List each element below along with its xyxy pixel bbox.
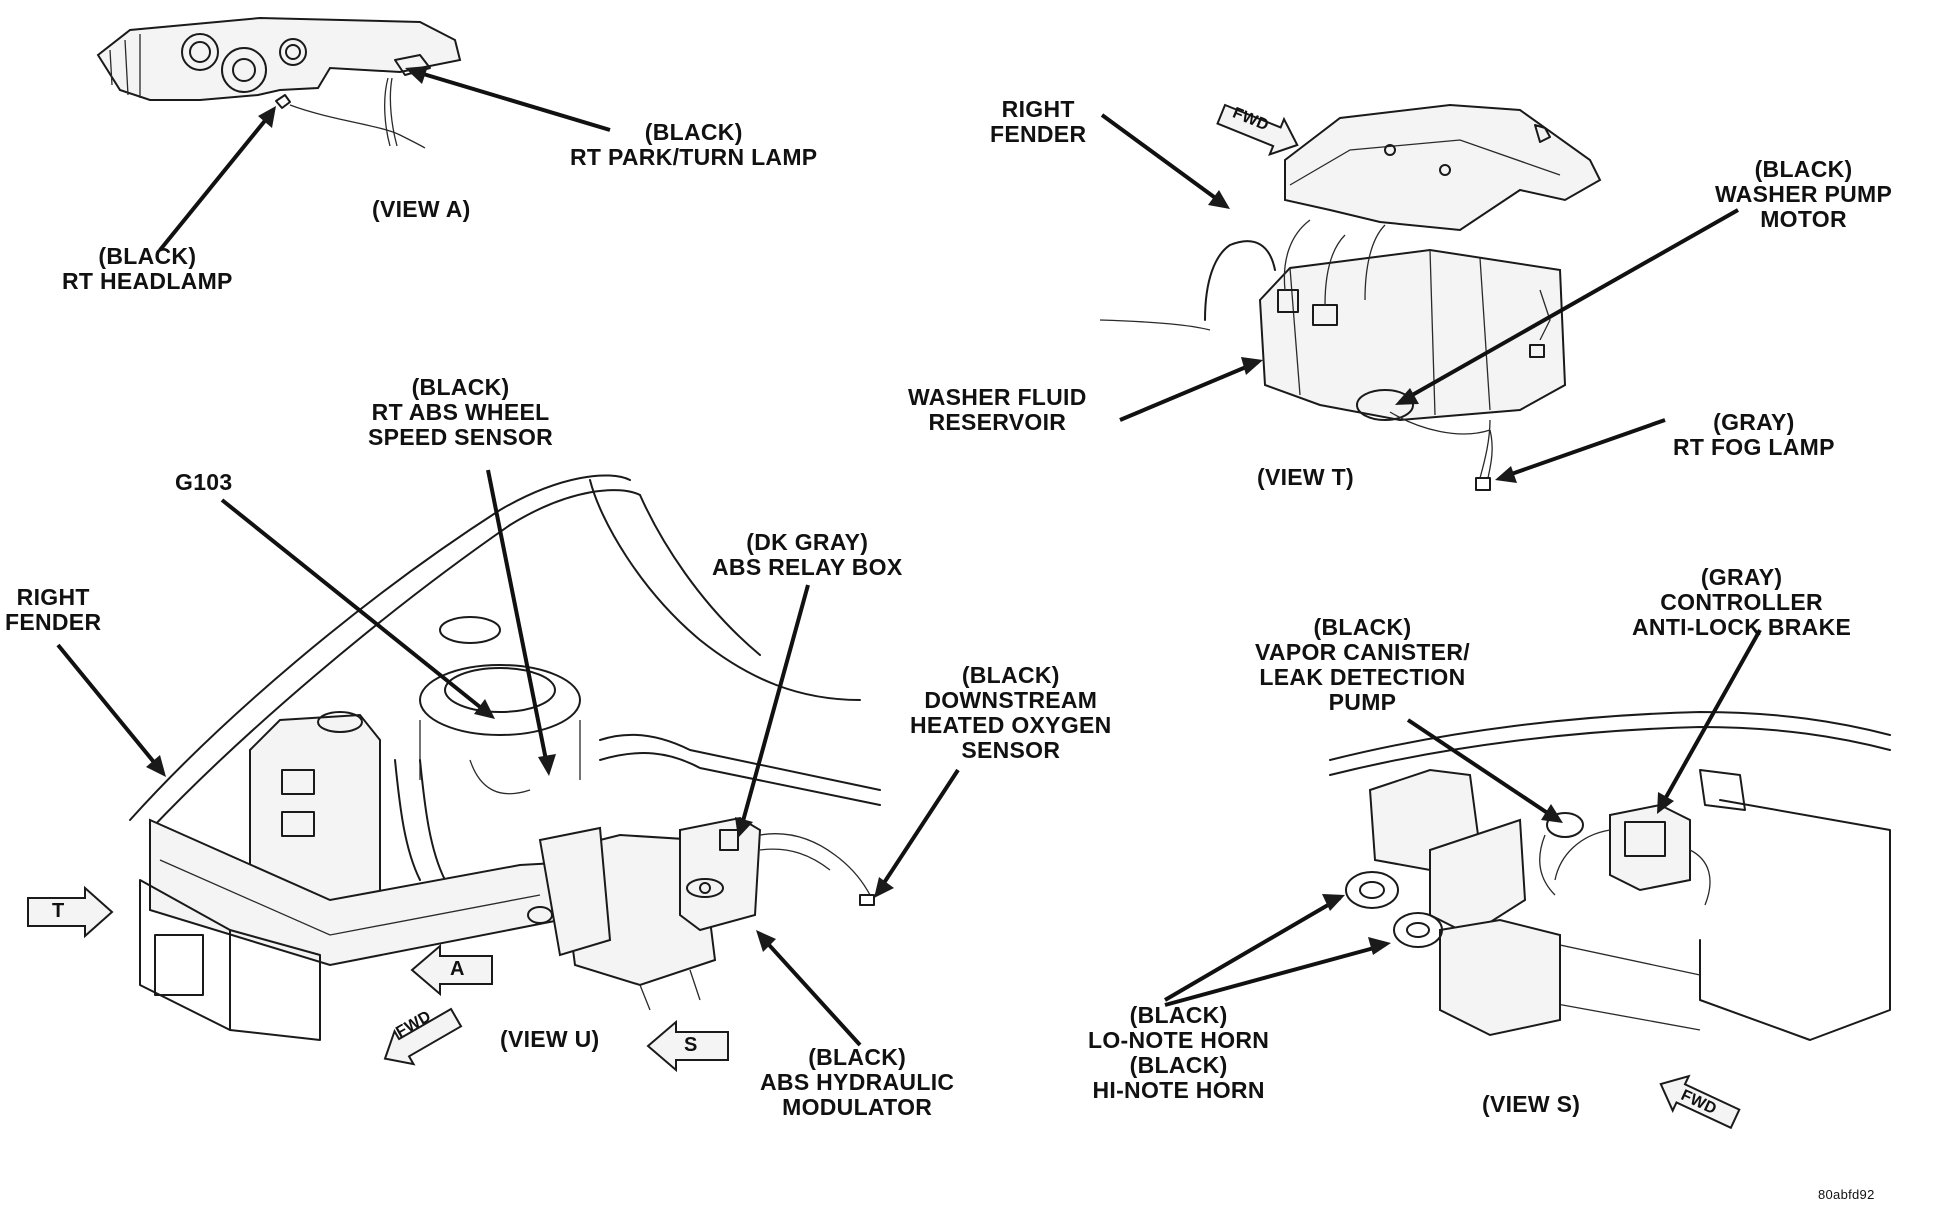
label-rt-fog-lamp: (GRAY)RT FOG LAMP <box>1673 409 1835 460</box>
label-view-letter-s: S <box>684 1034 698 1056</box>
figure-reference-code: 80abfd92 <box>1818 1187 1875 1202</box>
label-g103: G103 <box>175 469 233 495</box>
fwd-arrow-s <box>1659 1074 1741 1130</box>
view-s-drawing <box>1329 711 1891 1041</box>
label-view-u: (VIEW U) <box>500 1026 600 1052</box>
view-s-leaders <box>1163 629 1762 1007</box>
view-t-leaders <box>1100 113 1739 483</box>
view-arrow-t <box>27 885 114 939</box>
label-rt-headlamp: (BLACK)RT HEADLAMP <box>62 243 233 294</box>
label-view-a: (VIEW A) <box>372 196 471 222</box>
view-arrow-s <box>646 1019 729 1073</box>
label-view-t: (VIEW T) <box>1257 464 1354 490</box>
view-a-leaders <box>158 66 611 252</box>
label-abs-relay-box: (DK GRAY)ABS RELAY BOX <box>712 529 903 580</box>
label-lo-hi-note-horns: (BLACK)LO-NOTE HORN(BLACK)HI-NOTE HORN <box>1088 1002 1270 1103</box>
label-view-letter-a: A <box>450 958 465 980</box>
view-u-leaders <box>56 469 960 1047</box>
label-view-letter-t: T <box>52 900 65 922</box>
label-view-s: (VIEW S) <box>1482 1091 1581 1117</box>
view-arrow-a <box>410 943 493 997</box>
view-u-drawing <box>129 474 881 1041</box>
fwd-arrow-t <box>1216 103 1299 157</box>
label-rt-park-turn-lamp: (BLACK)RT PARK/TURN LAMP <box>570 119 818 170</box>
fwd-arrow-u <box>383 1007 463 1066</box>
view-a-drawing <box>96 16 462 149</box>
view-t-drawing <box>1099 103 1602 491</box>
